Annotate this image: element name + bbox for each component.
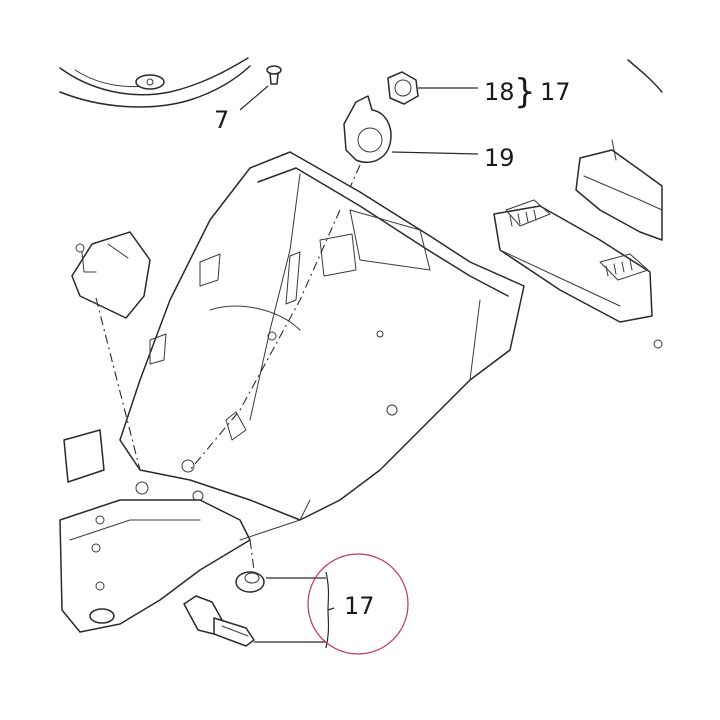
screw-part-7: [239, 65, 282, 111]
rear-bracket-assembly: [493, 59, 663, 349]
callout-18-group: 17: [540, 78, 571, 106]
callout-7: 7: [214, 106, 229, 134]
assembly-lines: [189, 209, 341, 571]
highlight-circle: [307, 553, 409, 655]
nut-part-18: [387, 71, 478, 105]
lock-kit-part-17: [183, 553, 409, 655]
cover-plate: [71, 231, 151, 471]
callout-19: 19: [484, 144, 515, 172]
callout-17-kit: 17: [344, 592, 375, 620]
callout-18: 18: [484, 78, 515, 106]
front-panel-fragment: [59, 57, 251, 108]
brace-18: }: [514, 72, 536, 112]
lower-side-panel: [59, 429, 311, 633]
main-undertray: [119, 151, 525, 522]
